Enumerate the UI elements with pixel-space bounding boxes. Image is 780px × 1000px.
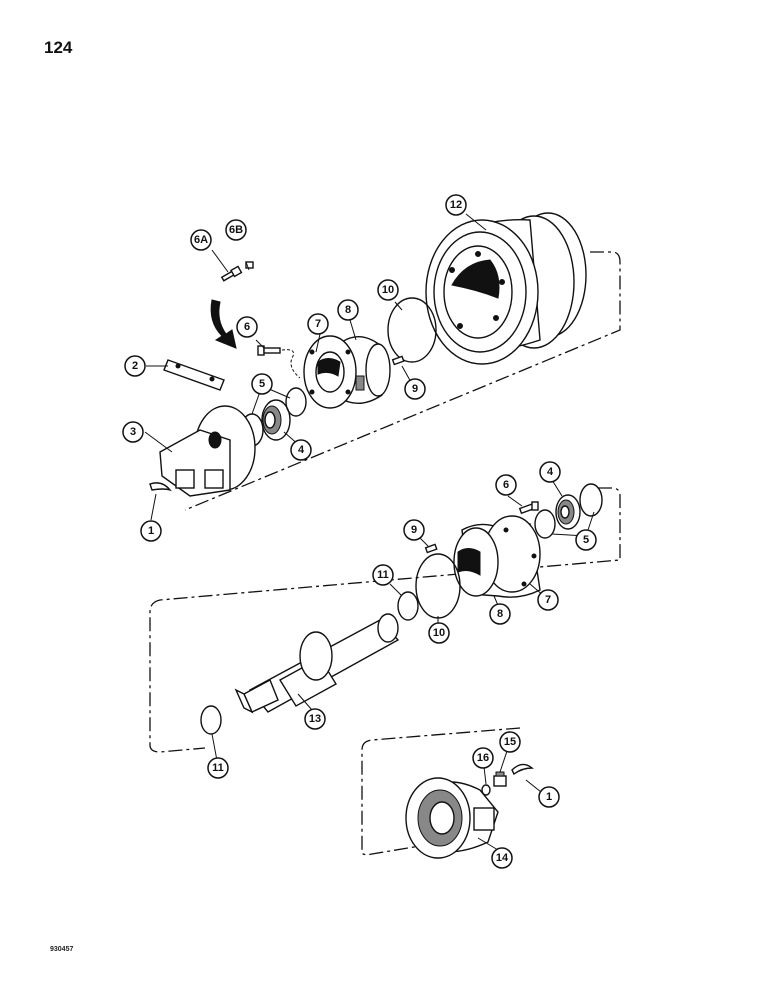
snap-ring-1-upper — [149, 482, 173, 492]
callout-3: 3 — [122, 421, 144, 443]
bolt-6-lower — [518, 501, 539, 515]
end-collar-lower — [405, 777, 499, 859]
callout-1-lower: 1 — [538, 786, 560, 808]
svg-text:5: 5 — [583, 534, 589, 546]
callout-12: 12 — [445, 194, 467, 216]
page-number: 124 — [44, 38, 73, 57]
svg-text:6B: 6B — [229, 224, 243, 236]
callout-4-upper: 4 — [290, 439, 312, 461]
callout-6-upper: 6 — [236, 316, 258, 338]
svg-text:1: 1 — [546, 791, 552, 803]
svg-text:14: 14 — [496, 852, 509, 864]
callout-14: 14 — [491, 847, 513, 869]
pin-9-upper — [391, 355, 405, 366]
svg-text:16: 16 — [477, 752, 489, 764]
svg-text:10: 10 — [382, 284, 394, 296]
svg-text:15: 15 — [504, 736, 516, 748]
hub-housing-lower — [453, 515, 541, 598]
svg-text:6A: 6A — [194, 234, 208, 246]
assembly-path-lower — [361, 727, 521, 856]
callout-9-lower: 9 — [403, 519, 425, 541]
roller-shell — [425, 212, 587, 365]
callout-7-upper: 7 — [307, 313, 329, 335]
fitting-15 — [493, 771, 507, 787]
svg-text:4: 4 — [298, 444, 305, 456]
svg-text:9: 9 — [411, 524, 417, 536]
snap-ring-1-lower — [511, 763, 534, 776]
callout-5-upper: 5 — [251, 373, 273, 395]
bolt-6A — [220, 265, 243, 282]
shaft-13 — [234, 613, 400, 714]
svg-text:12: 12 — [450, 199, 462, 211]
svg-text:11: 11 — [377, 569, 389, 581]
svg-text:6: 6 — [503, 479, 509, 491]
svg-text:11: 11 — [212, 762, 224, 774]
nut-6B — [245, 261, 254, 269]
callout-11-lower: 11 — [207, 757, 229, 779]
svg-text:4: 4 — [547, 466, 554, 478]
svg-text:8: 8 — [497, 608, 503, 620]
plug-16 — [481, 784, 491, 796]
figure-code: 930457 — [50, 946, 74, 953]
callout-6-lower: 6 — [495, 474, 517, 496]
callout-2: 2 — [124, 355, 146, 377]
svg-text:6: 6 — [244, 321, 250, 333]
svg-text:2: 2 — [132, 360, 138, 372]
callout-1-upper: 1 — [140, 520, 162, 542]
callout-11-upper: 11 — [372, 564, 394, 586]
callout-10-lower: 10 — [428, 622, 450, 644]
callout-5-lower: 5 — [575, 529, 597, 551]
svg-text:8: 8 — [345, 304, 351, 316]
callout-4-lower: 4 — [539, 461, 561, 483]
callout-15: 15 — [499, 731, 521, 753]
callout-13: 13 — [304, 708, 326, 730]
pin-9-lower — [424, 543, 438, 554]
o-ring-5-upper-a — [285, 387, 307, 417]
o-ring-10-upper — [387, 297, 437, 363]
seal-4-lower — [555, 494, 581, 530]
end-collar-upper — [159, 405, 256, 497]
assembly-arrow — [210, 299, 237, 349]
o-ring-11-lower — [200, 705, 222, 735]
strap-2 — [163, 359, 225, 391]
callout-8-lower: 8 — [489, 603, 511, 625]
o-ring-5-lower-a — [534, 509, 556, 539]
callout-9-upper: 9 — [404, 378, 426, 400]
svg-text:3: 3 — [130, 426, 136, 438]
o-ring-11-upper — [397, 591, 419, 621]
callout-6B: 6B — [225, 219, 247, 241]
svg-text:13: 13 — [309, 713, 321, 725]
callout-10-upper: 10 — [377, 279, 399, 301]
svg-text:7: 7 — [545, 594, 551, 606]
assembly-path-upper — [184, 251, 621, 511]
assembly-path-middle — [149, 487, 621, 753]
callout-6A: 6A — [190, 229, 212, 251]
bolt-6-upper — [257, 345, 281, 356]
callout-8-upper: 8 — [337, 299, 359, 321]
hub-housing-upper — [303, 335, 391, 409]
seal-4-upper — [261, 399, 291, 441]
svg-text:10: 10 — [433, 627, 445, 639]
svg-text:5: 5 — [259, 378, 265, 390]
svg-text:7: 7 — [315, 318, 321, 330]
callout-16: 16 — [472, 747, 494, 769]
svg-text:1: 1 — [148, 525, 154, 537]
callout-7-lower: 7 — [537, 589, 559, 611]
o-ring-10-lower — [415, 553, 461, 619]
o-ring-5-lower-b — [579, 483, 603, 517]
svg-text:9: 9 — [412, 383, 418, 395]
